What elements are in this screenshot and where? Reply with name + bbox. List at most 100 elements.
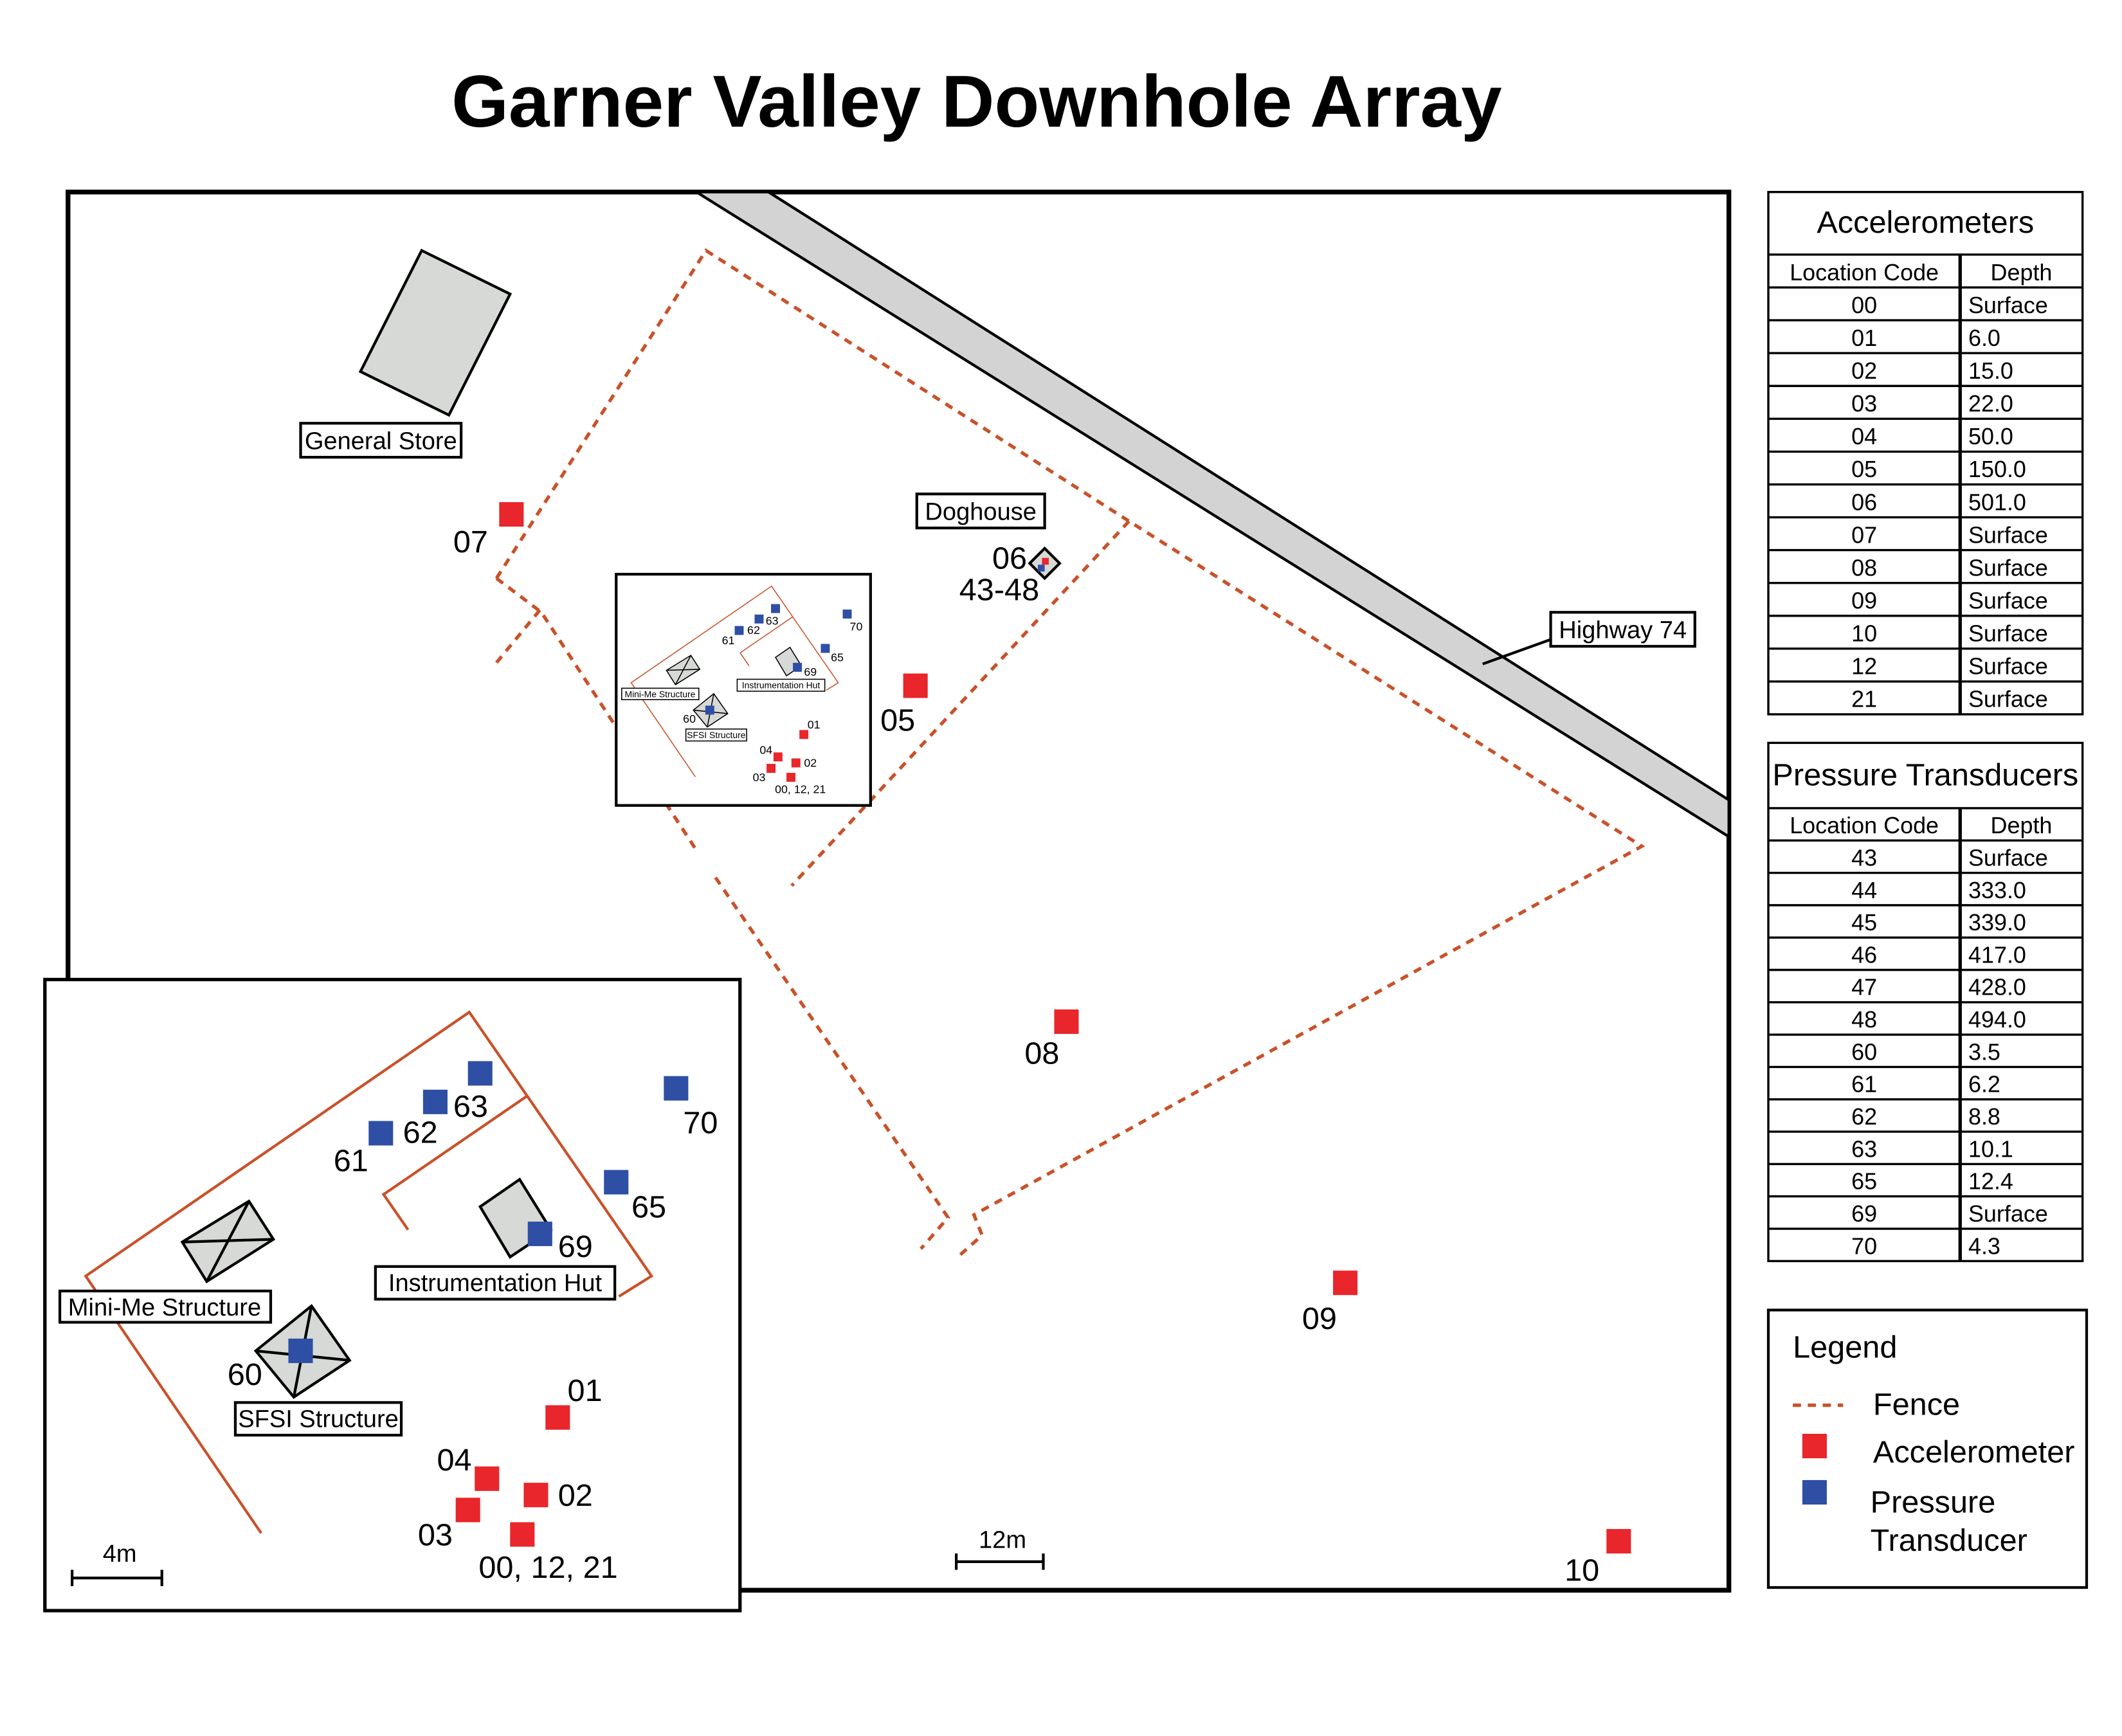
pressure-69-marker	[527, 1222, 552, 1247]
table-title: Pressure Transducers	[1772, 757, 2078, 792]
legend-title: Legend	[1793, 1330, 1897, 1365]
sfsi-label-box	[233, 1401, 403, 1437]
pressure-61-label: 61	[334, 1144, 368, 1179]
table-cell-location-code: 04	[1851, 423, 1877, 449]
accelerometer-10-marker	[1606, 1529, 1631, 1554]
table-cell-depth: 8.8	[1968, 1103, 2000, 1130]
accelerometer-03-label: 03	[418, 1517, 453, 1552]
hut-label: Instrumentation Hut	[388, 1270, 603, 1297]
station-10-label: 10	[1564, 1553, 1599, 1587]
legend-accelerometer-swatch	[1802, 1434, 1827, 1459]
table-cell-location-code: 60	[1851, 1038, 1877, 1065]
table-cell-location-code: 62	[1851, 1103, 1877, 1130]
table-cell-depth: 4.3	[1968, 1233, 2000, 1259]
map-title: Garner Valley Downhole Array	[451, 61, 1502, 143]
accelerometer-00-12-21-marker	[510, 1522, 535, 1547]
highway-leader-line	[1482, 638, 1552, 665]
inset-fence-outer	[84, 1010, 654, 1534]
legend: Legend Fence Accelerometer Pressure Tran…	[1766, 1308, 2089, 1589]
doghouse-label: Doghouse	[925, 498, 1037, 525]
pressure-62-marker	[422, 1089, 448, 1114]
table-cell-location-code: 43	[1851, 844, 1877, 871]
table-title: Accelerometers	[1817, 205, 2034, 240]
table-cell-depth: 3.5	[1968, 1038, 2000, 1065]
table-cell-depth: Surface	[1968, 844, 2048, 871]
table-cell-location-code: 47	[1851, 974, 1877, 1000]
table-cell-depth: 6.2	[1968, 1071, 2000, 1098]
table-cell-location-code: 45	[1851, 909, 1877, 936]
table-cell-depth: Surface	[1968, 686, 2048, 712]
accelerometer-00-12-21-label: 00, 12, 21	[478, 1550, 617, 1585]
accelerometer-05-marker	[903, 673, 928, 698]
accelerometer-02-marker	[523, 1483, 549, 1508]
table-border	[1767, 190, 2084, 716]
scale-12m-label: 12m	[979, 1527, 1026, 1554]
table-cell-depth: Surface	[1968, 554, 2048, 581]
table-cell-depth: 50.0	[1968, 423, 2013, 449]
table-cell-depth: Surface	[1968, 521, 2048, 548]
table-header-depth: Depth	[1990, 259, 2052, 285]
scale-bar-4m: 4m	[71, 1541, 163, 1586]
table-cell-location-code: 46	[1851, 941, 1877, 968]
pressure-69-label: 69	[558, 1229, 593, 1264]
table-cell-depth: Surface	[1968, 292, 2048, 318]
station-43-48-label: 43-48	[959, 572, 1039, 607]
pressure-63-marker	[467, 1061, 493, 1086]
sfsi-label: SFSI Structure	[238, 1406, 399, 1433]
accelerometer-01-marker	[545, 1405, 570, 1430]
legend-accelerometer-label: Accelerometer	[1873, 1434, 2075, 1469]
table-cell-location-code: 02	[1851, 357, 1877, 384]
table-cell-depth: 22.0	[1968, 390, 2013, 417]
table-cell-location-code: 08	[1851, 554, 1877, 581]
table-cell-depth: 12.4	[1968, 1168, 2013, 1195]
pressure-61-marker	[368, 1121, 394, 1146]
mini-me-label-box	[58, 1289, 273, 1324]
station-05-label: 05	[880, 703, 915, 737]
pressure-63-label: 63	[453, 1089, 488, 1124]
table-header-location-code: Location Code	[1790, 812, 1939, 838]
legend-pressure-label-1: Pressure	[1871, 1485, 1996, 1520]
legend-fence-label: Fence	[1873, 1387, 1960, 1422]
mini-me-label: Mini-Me Structure	[68, 1294, 261, 1321]
table-cell-depth: 428.0	[1968, 974, 2026, 1000]
table-cell-location-code: 48	[1851, 1006, 1877, 1033]
inset-content: Mini-Me Structure 60 SFSI Structure 69 I…	[58, 1010, 718, 1585]
pressure-60-marker	[288, 1338, 313, 1363]
hut-label-box	[374, 1265, 617, 1301]
table-cell-location-code: 12	[1851, 653, 1877, 680]
accelerometer-04-label: 04	[437, 1443, 471, 1478]
accelerometer-03-marker	[455, 1497, 480, 1523]
general-store-label: General Store	[305, 428, 457, 455]
table-cell-depth: Surface	[1968, 1200, 2048, 1227]
table-cell-depth: Surface	[1968, 620, 2048, 647]
station-09-label: 09	[1302, 1301, 1337, 1336]
accelerometer-04-marker	[475, 1466, 500, 1491]
highway-label-box	[1549, 611, 1696, 648]
accelerometer-06-marker	[1042, 557, 1049, 565]
table-cell-depth: Surface	[1968, 653, 2048, 680]
table-cell-depth: 339.0	[1968, 909, 2026, 936]
table-cell-location-code: 65	[1851, 1168, 1877, 1195]
table-cell-location-code: 06	[1851, 489, 1877, 515]
table-cell-location-code: 69	[1851, 1200, 1877, 1227]
scale-bar-12m: 12m	[955, 1527, 1045, 1570]
station-06-label: 06	[992, 541, 1027, 576]
highway-74	[691, 190, 1730, 840]
table-cell-location-code: 03	[1851, 390, 1877, 417]
table-cell-depth: 15.0	[1968, 357, 2013, 384]
pressure-65-marker	[604, 1170, 629, 1195]
table-cell-depth: 501.0	[1968, 489, 2026, 515]
table-cell-depth: Surface	[1968, 588, 2048, 614]
table-cell-location-code: 00	[1851, 292, 1877, 318]
table-cell-depth: 494.0	[1968, 1006, 2026, 1033]
table-header-depth: Depth	[1990, 812, 2052, 838]
table-cell-location-code: 70	[1851, 1233, 1877, 1259]
table-cell-location-code: 09	[1851, 588, 1877, 614]
pressure-70-label: 70	[683, 1106, 718, 1141]
legend-pressure-label-2: Transducer	[1871, 1523, 2027, 1558]
general-store-label-box	[299, 422, 463, 459]
table-cell-location-code: 10	[1851, 620, 1877, 647]
table-cell-depth: 417.0	[1968, 941, 2026, 968]
pressure-60-label: 60	[228, 1357, 262, 1392]
table-cell-location-code: 05	[1851, 456, 1877, 482]
